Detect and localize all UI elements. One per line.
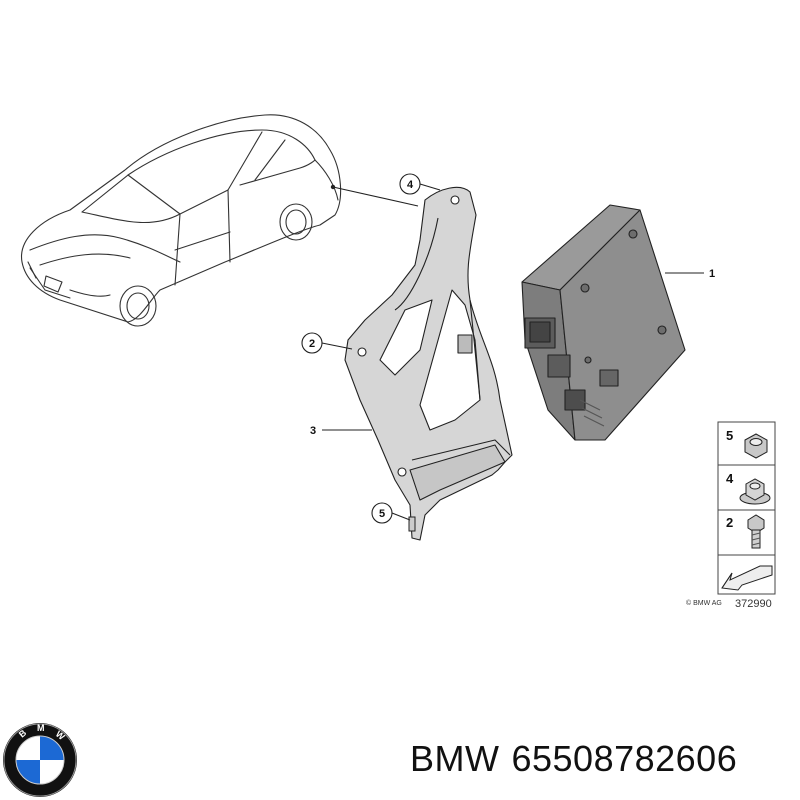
legend-row-2: 2 bbox=[726, 514, 765, 549]
collar-nut-icon bbox=[739, 478, 771, 505]
callout-2: 2 bbox=[301, 332, 353, 354]
callout-4: 4 bbox=[399, 173, 441, 195]
svg-text:2: 2 bbox=[309, 338, 315, 350]
svg-text:4: 4 bbox=[407, 179, 414, 191]
svg-text:4: 4 bbox=[726, 471, 734, 486]
bolt-icon bbox=[747, 514, 765, 549]
copyright-text: © BMW AG bbox=[686, 600, 722, 607]
callout-1: 1 bbox=[665, 268, 715, 280]
svg-text:M: M bbox=[37, 723, 45, 733]
callout-3: 3 bbox=[310, 425, 372, 437]
svg-text:5: 5 bbox=[379, 508, 385, 520]
diagram-number: 372990 bbox=[735, 598, 772, 610]
control-module bbox=[521, 204, 686, 441]
bracket-stud bbox=[408, 516, 416, 532]
mounting-bracket bbox=[344, 186, 513, 541]
car-leader-line bbox=[332, 186, 419, 207]
svg-text:5: 5 bbox=[726, 428, 733, 443]
part-number: 65508782606 bbox=[511, 738, 738, 779]
nut-icon bbox=[744, 433, 768, 459]
car-outline bbox=[21, 114, 342, 327]
fastener-legend: 5 4 2 bbox=[717, 421, 776, 595]
bmw-logo: B M W bbox=[3, 723, 77, 797]
legend-row-5: 5 bbox=[726, 428, 768, 459]
footer-caption: BMW 65508782606 bbox=[410, 738, 749, 780]
svg-text:B: B bbox=[17, 727, 29, 739]
svg-text:1: 1 bbox=[709, 268, 715, 280]
callout-5: 5 bbox=[371, 502, 411, 524]
svg-text:2: 2 bbox=[726, 515, 733, 530]
direction-arrow-icon bbox=[721, 565, 773, 591]
brand-name: BMW bbox=[410, 738, 500, 779]
legend-row-4: 4 bbox=[726, 471, 771, 505]
svg-text:3: 3 bbox=[310, 425, 316, 437]
